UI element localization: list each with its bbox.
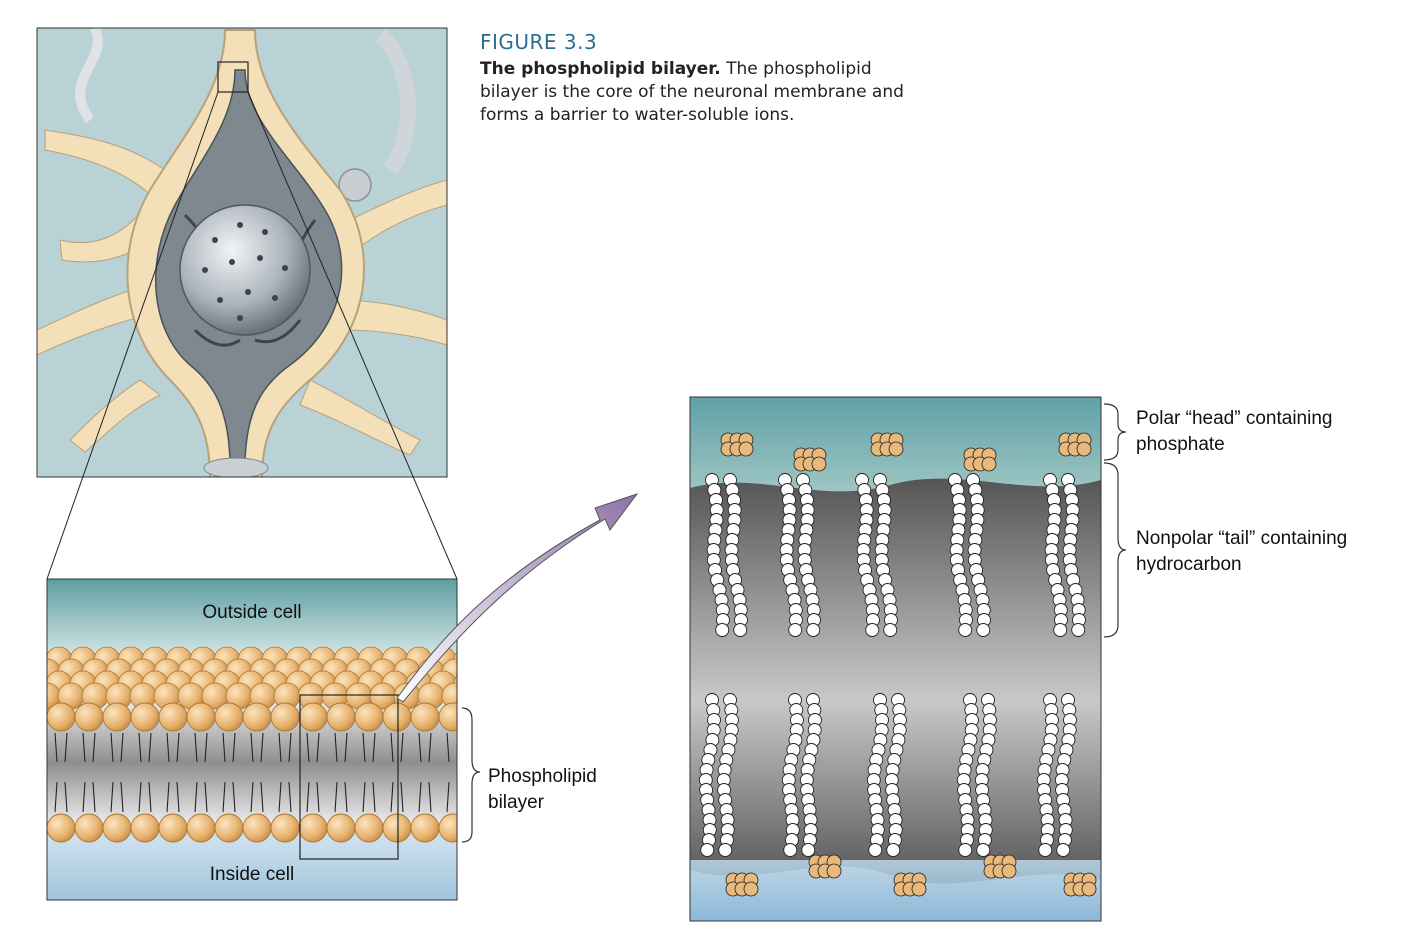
lipid-head (453, 675, 457, 693)
neuron-cutaway-panel (37, 28, 447, 477)
bilayer-label-line1: Phospholipid (488, 766, 597, 787)
lipid-head (74, 702, 104, 732)
lipid-head (326, 702, 356, 732)
tail-atom (801, 843, 816, 857)
bilayer-panel (47, 579, 457, 900)
outside-cell-label: Outside cell (202, 602, 302, 623)
zoom-marker-box (217, 61, 249, 93)
lipid-head (102, 702, 132, 732)
lipid-head (382, 813, 412, 843)
lipid-head (438, 702, 457, 732)
tail-atom (958, 623, 973, 637)
head-atom (826, 863, 842, 879)
phospholipid-bilayer-label: Phospholipid bilayer (488, 764, 597, 816)
head-atom (1081, 881, 1097, 897)
lipid-head (354, 813, 384, 843)
tail-atom (1056, 843, 1071, 857)
head-atom (1001, 863, 1017, 879)
tail-atom (718, 843, 733, 857)
tail-atom (976, 623, 991, 637)
lipid-head (158, 813, 188, 843)
lipid-head (130, 702, 160, 732)
lipid-head (47, 702, 76, 732)
figure-label: FIGURE 3.3 (480, 30, 598, 54)
lipid-molecules (698, 432, 1097, 897)
lipid-head (130, 813, 160, 843)
zoom-arrow (396, 493, 639, 703)
tail-atom (865, 623, 880, 637)
head-bracket (1103, 403, 1127, 461)
lipid-head (298, 702, 328, 732)
zoom-line-right (247, 91, 458, 580)
dendrite (339, 299, 447, 346)
tail-atom (700, 843, 715, 857)
tail-atom (1038, 843, 1053, 857)
tail-atom (976, 843, 991, 857)
lipid-head (298, 813, 328, 843)
lipid-head (158, 702, 188, 732)
lipid-heads-front (47, 702, 457, 732)
head-atom (738, 441, 754, 457)
bilayer-bracket (461, 707, 481, 843)
lipid-head (438, 813, 457, 843)
nonpolar-tail-label: Nonpolar “tail” containing hydrocarbon (1136, 526, 1347, 578)
caption-body: The phospholipid bilayer. The phospholip… (480, 58, 920, 127)
head-label-line2: phosphate (1136, 434, 1225, 455)
lipid-heads-inner (47, 813, 457, 843)
molecular-panel (690, 397, 1101, 921)
bilayer-label-line2: bilayer (488, 792, 544, 813)
lipid-head (102, 813, 132, 843)
tail-atom (1053, 623, 1068, 637)
head-atom (981, 456, 997, 472)
lipid-head (354, 702, 384, 732)
tail-atom (733, 623, 748, 637)
tail-atom (788, 623, 803, 637)
head-atom (811, 456, 827, 472)
tail-atom (868, 843, 883, 857)
lipid-head (270, 813, 300, 843)
head-label-line1: Polar “head” containing (1136, 408, 1333, 429)
lipid-head (242, 702, 272, 732)
caption-text: The phospholipid bilayer is the core of … (480, 59, 904, 125)
lipid-head (242, 813, 272, 843)
dendrite (299, 379, 421, 456)
tail-atom (883, 623, 898, 637)
dendrite (69, 379, 161, 453)
lipid-head (270, 702, 300, 732)
head-atom (743, 881, 759, 897)
tail-atom (806, 623, 821, 637)
inside-cell-label: Inside cell (209, 864, 295, 885)
lipid-head (214, 813, 244, 843)
tail-label-line1: Nonpolar “tail” containing (1136, 528, 1348, 549)
head-atom (911, 881, 927, 897)
lipid-tails (54, 732, 457, 813)
tail-atom (783, 843, 798, 857)
tail-atom (1071, 623, 1086, 637)
lipid-head (410, 813, 440, 843)
lipid-head (382, 702, 412, 732)
lipid-head (74, 813, 104, 843)
tail-atom (886, 843, 901, 857)
head-atom (888, 441, 904, 457)
nucleus (179, 204, 311, 336)
tail-atom (715, 623, 730, 637)
tail-atom (958, 843, 973, 857)
lipid-head (186, 813, 216, 843)
lipid-head (453, 651, 457, 669)
lipid-head (186, 702, 216, 732)
lipid-head (326, 813, 356, 843)
polar-head-label: Polar “head” containing phosphate (1136, 406, 1332, 458)
lipid-heads-back (47, 646, 457, 710)
caption-title: The phospholipid bilayer. (480, 59, 721, 79)
tail-label-line2: hydrocarbon (1136, 554, 1242, 575)
lipid-head (410, 702, 440, 732)
figure-caption: FIGURE 3.3 The phospholipid bilayer. The… (480, 30, 920, 127)
head-atom (1076, 441, 1092, 457)
lipid-head (214, 702, 244, 732)
detail-selection-box (299, 694, 399, 860)
zoom-line-left (46, 91, 219, 580)
lipid-head (47, 813, 76, 843)
tail-bracket (1103, 462, 1127, 638)
